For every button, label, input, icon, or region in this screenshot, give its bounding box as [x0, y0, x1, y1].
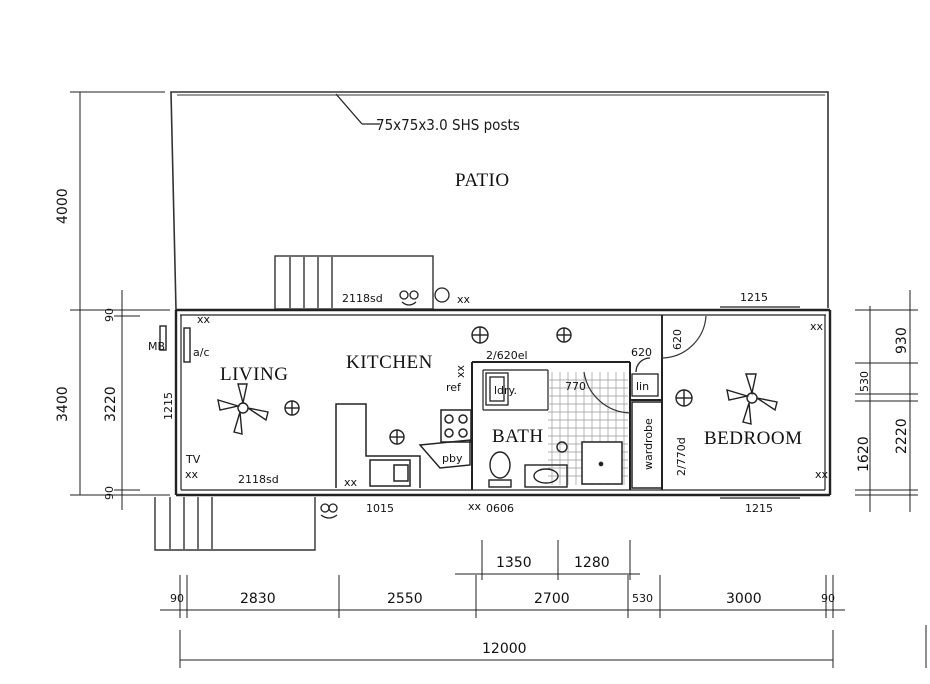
pantry: [418, 439, 471, 469]
bedroom-window-top-label: 1215: [740, 291, 768, 304]
fridge-xx-label: xx: [454, 364, 467, 378]
dim-bottom-chain: [160, 575, 845, 618]
bath-door-label: 770: [565, 380, 586, 393]
tv-label: TV: [185, 453, 201, 466]
bath-label: BATH: [492, 426, 544, 447]
dim-right-b-label: 530: [858, 371, 871, 392]
light-kitchen-a-icon: [471, 326, 489, 344]
front-tap-icon: [320, 503, 338, 519]
bath-window-label: 0606: [486, 502, 514, 515]
living-window-side-label: 1215: [162, 392, 175, 420]
linen-cupboard: [631, 357, 659, 397]
light-living-icon: [284, 400, 300, 416]
dim-left-total: [70, 309, 170, 496]
living-door-label: 2118sd: [238, 473, 279, 486]
ceiling-fan-bedroom-icon: [726, 373, 778, 425]
posts-label: 75x75x3.0 SHS posts: [376, 116, 520, 134]
front-steps: [154, 497, 316, 551]
ac-unit: [183, 327, 191, 363]
living-xx-bottom: xx: [185, 468, 199, 481]
posts-leader: [335, 93, 380, 125]
patio-label: PATIO: [455, 170, 510, 191]
linen-door-label: 620: [631, 346, 652, 359]
patio: [170, 91, 829, 311]
patio-xx-label: xx: [457, 293, 471, 306]
patio-outline: [170, 91, 829, 311]
dim-bottom-kitchen-label: 2550: [387, 591, 423, 607]
dim-bottom-wall-left-label: 90: [170, 592, 184, 605]
bedroom-xx-top: xx: [810, 320, 824, 333]
dim-left-bottom-wall-label: 90: [103, 486, 116, 500]
dim-left-inner-label: 3220: [103, 386, 119, 422]
light-fittings: [284, 326, 693, 445]
dim-bath-split-a-label: 1350: [496, 555, 532, 571]
toilet: [488, 451, 512, 488]
laundry: [485, 372, 509, 406]
bath-door: [583, 371, 631, 414]
dim-right-d-label: 2220: [894, 418, 910, 454]
tap-icon: [399, 287, 450, 306]
dim-right-a-label: 930: [894, 327, 910, 354]
ac-label: a/c: [193, 346, 210, 359]
living-label: LIVING: [220, 364, 288, 385]
dim-bottom-wall-mid-label: 530: [632, 592, 653, 605]
kitchen-window-label: 2/620el: [486, 349, 528, 362]
kitchen-label: KITCHEN: [346, 352, 433, 373]
dim-patio-depth-label: 4000: [55, 188, 71, 224]
patio-door-label: 2118sd: [342, 292, 383, 305]
dim-bottom-bath-label: 2700: [534, 591, 570, 607]
dim-bottom-wall-right-label: 90: [821, 592, 835, 605]
dim-left-inner: [114, 290, 140, 510]
meter-box: [159, 325, 167, 351]
vanity: [524, 441, 568, 488]
linen-label: lin: [636, 380, 649, 393]
dim-right: [855, 290, 918, 512]
ceiling-fan-living-icon: [217, 383, 269, 435]
bedroom-xx-bottom: xx: [815, 468, 829, 481]
dim-left-total-label: 3400: [55, 386, 71, 422]
laundry-label: ldry.: [494, 384, 517, 397]
dim-overall-label: 12000: [482, 641, 527, 657]
dim-bottom-living-label: 2830: [240, 591, 276, 607]
kitchen-bench: [335, 403, 472, 488]
fridge-label: ref: [446, 381, 462, 394]
bedroom-door: [661, 315, 707, 359]
dim-bath-split-b-label: 1280: [574, 555, 610, 571]
dim-left-top-wall-label: 90: [103, 308, 116, 322]
dim-bath-split: [455, 540, 640, 580]
building-walls: [174, 308, 832, 497]
wardrobe-door-label: 2/770d: [675, 437, 688, 476]
light-bedroom-icon: [675, 389, 693, 407]
kitchen-xx-bottom: xx: [344, 476, 358, 489]
bath-xx-label: xx: [468, 500, 482, 513]
bedroom-label: BEDROOM: [704, 428, 803, 449]
dim-overall: [179, 630, 834, 668]
bedroom-door-label: 620: [671, 329, 684, 350]
shower: [581, 441, 623, 485]
bedroom-window-front-label: 1215: [745, 502, 773, 515]
living-xx-top: xx: [197, 313, 211, 326]
dim-bottom-bedroom-label: 3000: [726, 591, 762, 607]
light-kitchen-b-icon: [556, 327, 572, 343]
pantry-label: pby: [442, 452, 463, 465]
wardrobe-label: wardrobe: [642, 418, 655, 470]
light-kitchen-c-icon: [389, 429, 405, 445]
meter-box-label: MB: [148, 340, 165, 353]
kitchen-window-front-label: 1015: [366, 502, 394, 515]
dim-right-c-label: 1620: [856, 436, 872, 472]
dim-patio-depth: [70, 91, 165, 310]
wardrobe: [631, 401, 663, 489]
